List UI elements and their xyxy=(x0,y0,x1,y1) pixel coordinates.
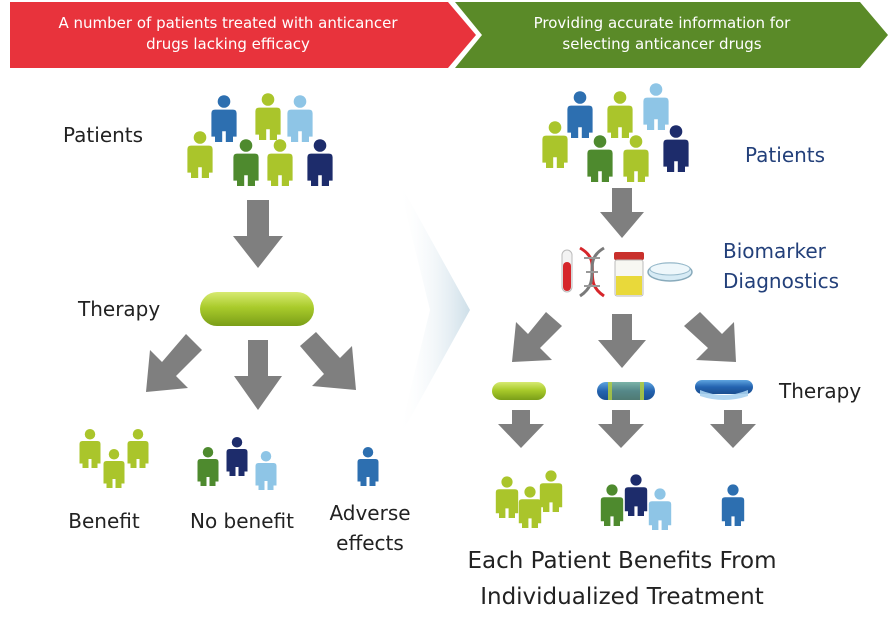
down-arrow-icon xyxy=(710,410,756,448)
person-icon xyxy=(307,139,333,186)
banner-right-line2: selecting anticancer drugs xyxy=(562,35,761,53)
transition-chevron xyxy=(398,180,470,440)
arrow-down-left-icon xyxy=(146,334,202,392)
left-patients-label: Patients xyxy=(63,123,143,147)
left-therapy-label: Therapy xyxy=(77,297,160,321)
person-icon xyxy=(663,125,689,172)
arrow-down-icon xyxy=(234,340,282,410)
pill-green-icon xyxy=(492,382,546,400)
arrow-down-right-icon xyxy=(300,332,356,390)
outcome-adverse-label-line1: Adverse xyxy=(329,501,410,525)
person-icon xyxy=(607,91,633,138)
outcome-benefit-label: Benefit xyxy=(68,509,140,533)
biomarker-label-line2: Diagnostics xyxy=(723,269,839,293)
generic-pill-icon xyxy=(200,292,314,326)
person-icon xyxy=(643,83,669,130)
specimen-jar-icon xyxy=(614,252,644,297)
right-patients-icon-group xyxy=(542,83,689,182)
test-tube-icon xyxy=(561,249,573,293)
person-icon xyxy=(587,135,613,182)
left-panel: Patients Therapy xyxy=(63,93,411,555)
banner-left-line1: A number of patients treated with antica… xyxy=(59,14,399,32)
left-branch-arrows xyxy=(146,332,356,410)
banner-right xyxy=(455,2,888,68)
outcome-no-benefit-label: No benefit xyxy=(190,509,294,533)
left-no-benefit-group xyxy=(197,437,277,490)
right-third-group xyxy=(721,484,745,526)
person-icon xyxy=(103,449,125,488)
banner-left xyxy=(10,2,476,68)
biomarker-label-line1: Biomarker xyxy=(723,239,827,263)
biomarker-icons xyxy=(561,246,693,298)
down-arrow-icon xyxy=(233,200,283,268)
person-icon xyxy=(211,95,237,142)
conclusion-line1: Each Patient Benefits From xyxy=(468,548,777,574)
banner: A number of patients treated with antica… xyxy=(10,2,888,68)
right-panel: Patients xyxy=(468,83,861,610)
down-arrow-icon xyxy=(600,188,644,238)
person-icon xyxy=(518,486,542,528)
person-icon xyxy=(648,488,672,530)
petri-dish-icon xyxy=(647,262,693,282)
pill-blue-icon xyxy=(695,380,753,400)
person-icon xyxy=(721,484,745,526)
person-icon xyxy=(624,474,648,516)
banner-right-line1: Providing accurate information for xyxy=(534,14,792,32)
down-arrow-icon xyxy=(498,410,544,448)
person-icon xyxy=(623,135,649,182)
person-icon xyxy=(187,131,213,178)
down-arrow-icon xyxy=(598,410,644,448)
arrow-down-icon xyxy=(598,314,646,368)
person-icon xyxy=(226,437,248,476)
person-icon xyxy=(542,121,568,168)
person-icon xyxy=(267,139,293,186)
right-patients-label: Patients xyxy=(745,143,825,167)
right-second-group xyxy=(600,474,672,530)
person-icon xyxy=(255,451,277,490)
arrow-down-left-icon xyxy=(512,312,562,362)
dna-icon xyxy=(579,246,605,298)
pill-blue-capsule-icon xyxy=(597,382,655,400)
outcome-adverse-label-line2: effects xyxy=(336,531,404,555)
person-icon xyxy=(233,139,259,186)
person-icon xyxy=(79,429,101,468)
left-benefit-group xyxy=(79,429,149,488)
left-adverse-group xyxy=(357,447,379,486)
conclusion-line2: Individualized Treatment xyxy=(480,584,764,610)
person-icon xyxy=(357,447,379,486)
banner-left-line2: drugs lacking efficacy xyxy=(146,35,310,53)
arrow-down-right-icon xyxy=(684,312,736,362)
person-icon xyxy=(197,447,219,486)
person-icon xyxy=(255,93,281,140)
right-therapy-label: Therapy xyxy=(778,379,861,403)
person-icon xyxy=(287,95,313,142)
right-branch-arrows xyxy=(512,312,736,368)
right-benefit-group xyxy=(495,470,563,528)
person-icon xyxy=(495,476,519,518)
person-icon xyxy=(539,470,563,512)
person-icon xyxy=(127,429,149,468)
person-icon xyxy=(600,484,624,526)
left-patients-icon-group xyxy=(187,93,333,186)
person-icon xyxy=(567,91,593,138)
